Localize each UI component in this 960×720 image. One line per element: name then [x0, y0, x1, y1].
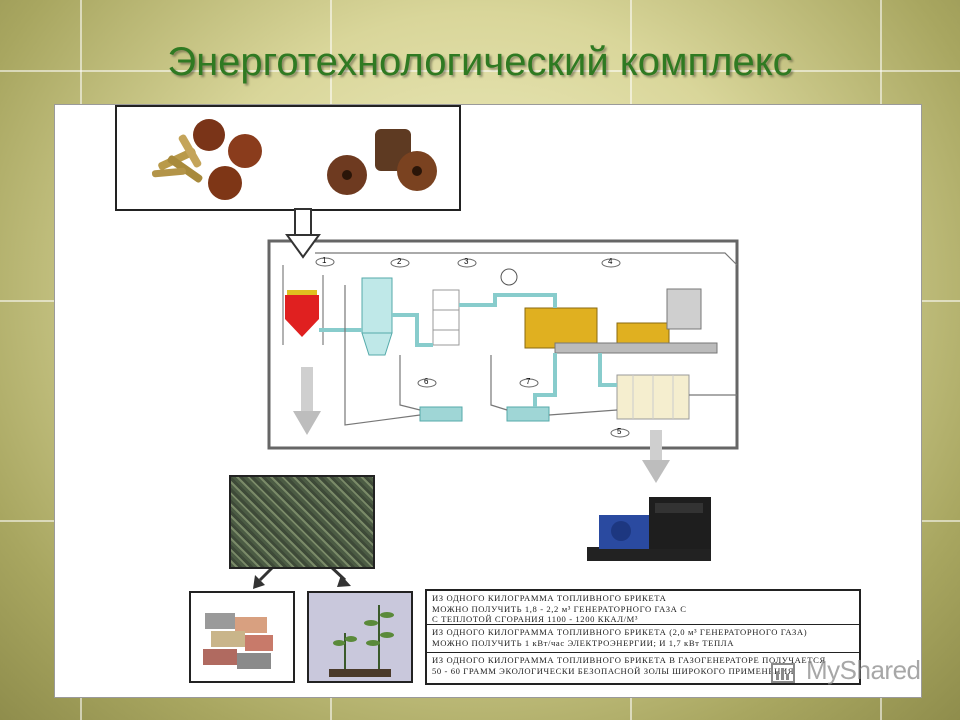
- generator-set-photo: [579, 485, 719, 585]
- info-row-line: С ТЕПЛОТОЙ СГОРАНИЯ 1100 - 1200 ККАЛ/М³: [432, 614, 639, 624]
- filter-unit: [432, 289, 460, 346]
- info-row-line: МОЖНО ПОЛУЧИТЬ 1 кВт/час ЭЛЕКТРОЭНЕРГИИ;…: [432, 637, 735, 648]
- arrow-to-genset-icon: [642, 430, 670, 483]
- grid-line: [0, 70, 960, 72]
- info-row-line: ИЗ ОДНОГО КИЛОГРАММА ТОПЛИВНОГО БРИКЕТА …: [432, 627, 808, 637]
- arrow-down-icon: [285, 208, 321, 259]
- info-row-line: ИЗ ОДНОГО КИЛОГРАММА ТОПЛИВНОГО БРИКЕТА …: [432, 655, 826, 665]
- bricks-photo: [189, 591, 295, 683]
- callout-5: 5: [617, 427, 622, 436]
- myshared-logo-icon: [771, 663, 795, 683]
- arrow-to-ash-icon: [293, 367, 321, 435]
- callout-7: 7: [526, 377, 531, 386]
- briquette-disc: [228, 134, 262, 168]
- watermark-text: MyShared: [806, 655, 921, 685]
- briquette-disc: [193, 119, 225, 151]
- briquettes-photo: [115, 105, 461, 211]
- ash-photo: [229, 475, 375, 569]
- info-row-electricity: ИЗ ОДНОГО КИЛОГРАММА ТОПЛИВНОГО БРИКЕТА …: [427, 625, 859, 653]
- callout-2: 2: [397, 257, 402, 266]
- callout-1: 1: [322, 256, 327, 265]
- info-row-line: МОЖНО ПОЛУЧИТЬ 1,8 - 2,2 м³ ГЕНЕРАТОРНОГ…: [432, 603, 687, 614]
- briquette-disc: [208, 166, 242, 200]
- heat-exchanger: [616, 374, 690, 420]
- gas-generator-reactor: [282, 265, 324, 345]
- info-row-line: ИЗ ОДНОГО КИЛОГРАММА ТОПЛИВНОГО БРИКЕТА: [432, 593, 667, 603]
- pellet-sticks-image: [151, 134, 203, 183]
- process-scheme: [253, 208, 739, 589]
- engine-generator: [524, 288, 718, 354]
- info-table: ИЗ ОДНОГО КИЛОГРАММА ТОПЛИВНОГО БРИКЕТА …: [425, 589, 861, 685]
- callout-3: 3: [464, 257, 469, 266]
- info-row-ash: ИЗ ОДНОГО КИЛОГРАММА ТОПЛИВНОГО БРИКЕТА …: [427, 653, 859, 681]
- callout-4: 4: [608, 257, 613, 266]
- diagram-panel: 1 2 3 4 5 6 7: [54, 104, 922, 698]
- slide-title: Энерготехнологический комплекс: [167, 40, 793, 84]
- plants-photo: [307, 591, 413, 683]
- info-row-line: 50 - 60 ГРАММ ЭКОЛОГИЧЕСКИ БЕЗОПАСНОЙ ЗО…: [432, 665, 795, 676]
- callout-6: 6: [424, 377, 429, 386]
- fan-icon: [500, 268, 518, 286]
- cyclone-separator: [361, 277, 393, 356]
- radiator-7: [506, 406, 550, 422]
- radiator-6: [419, 406, 463, 422]
- info-row-gas: ИЗ ОДНОГО КИЛОГРАММА ТОПЛИВНОГО БРИКЕТА …: [427, 591, 859, 625]
